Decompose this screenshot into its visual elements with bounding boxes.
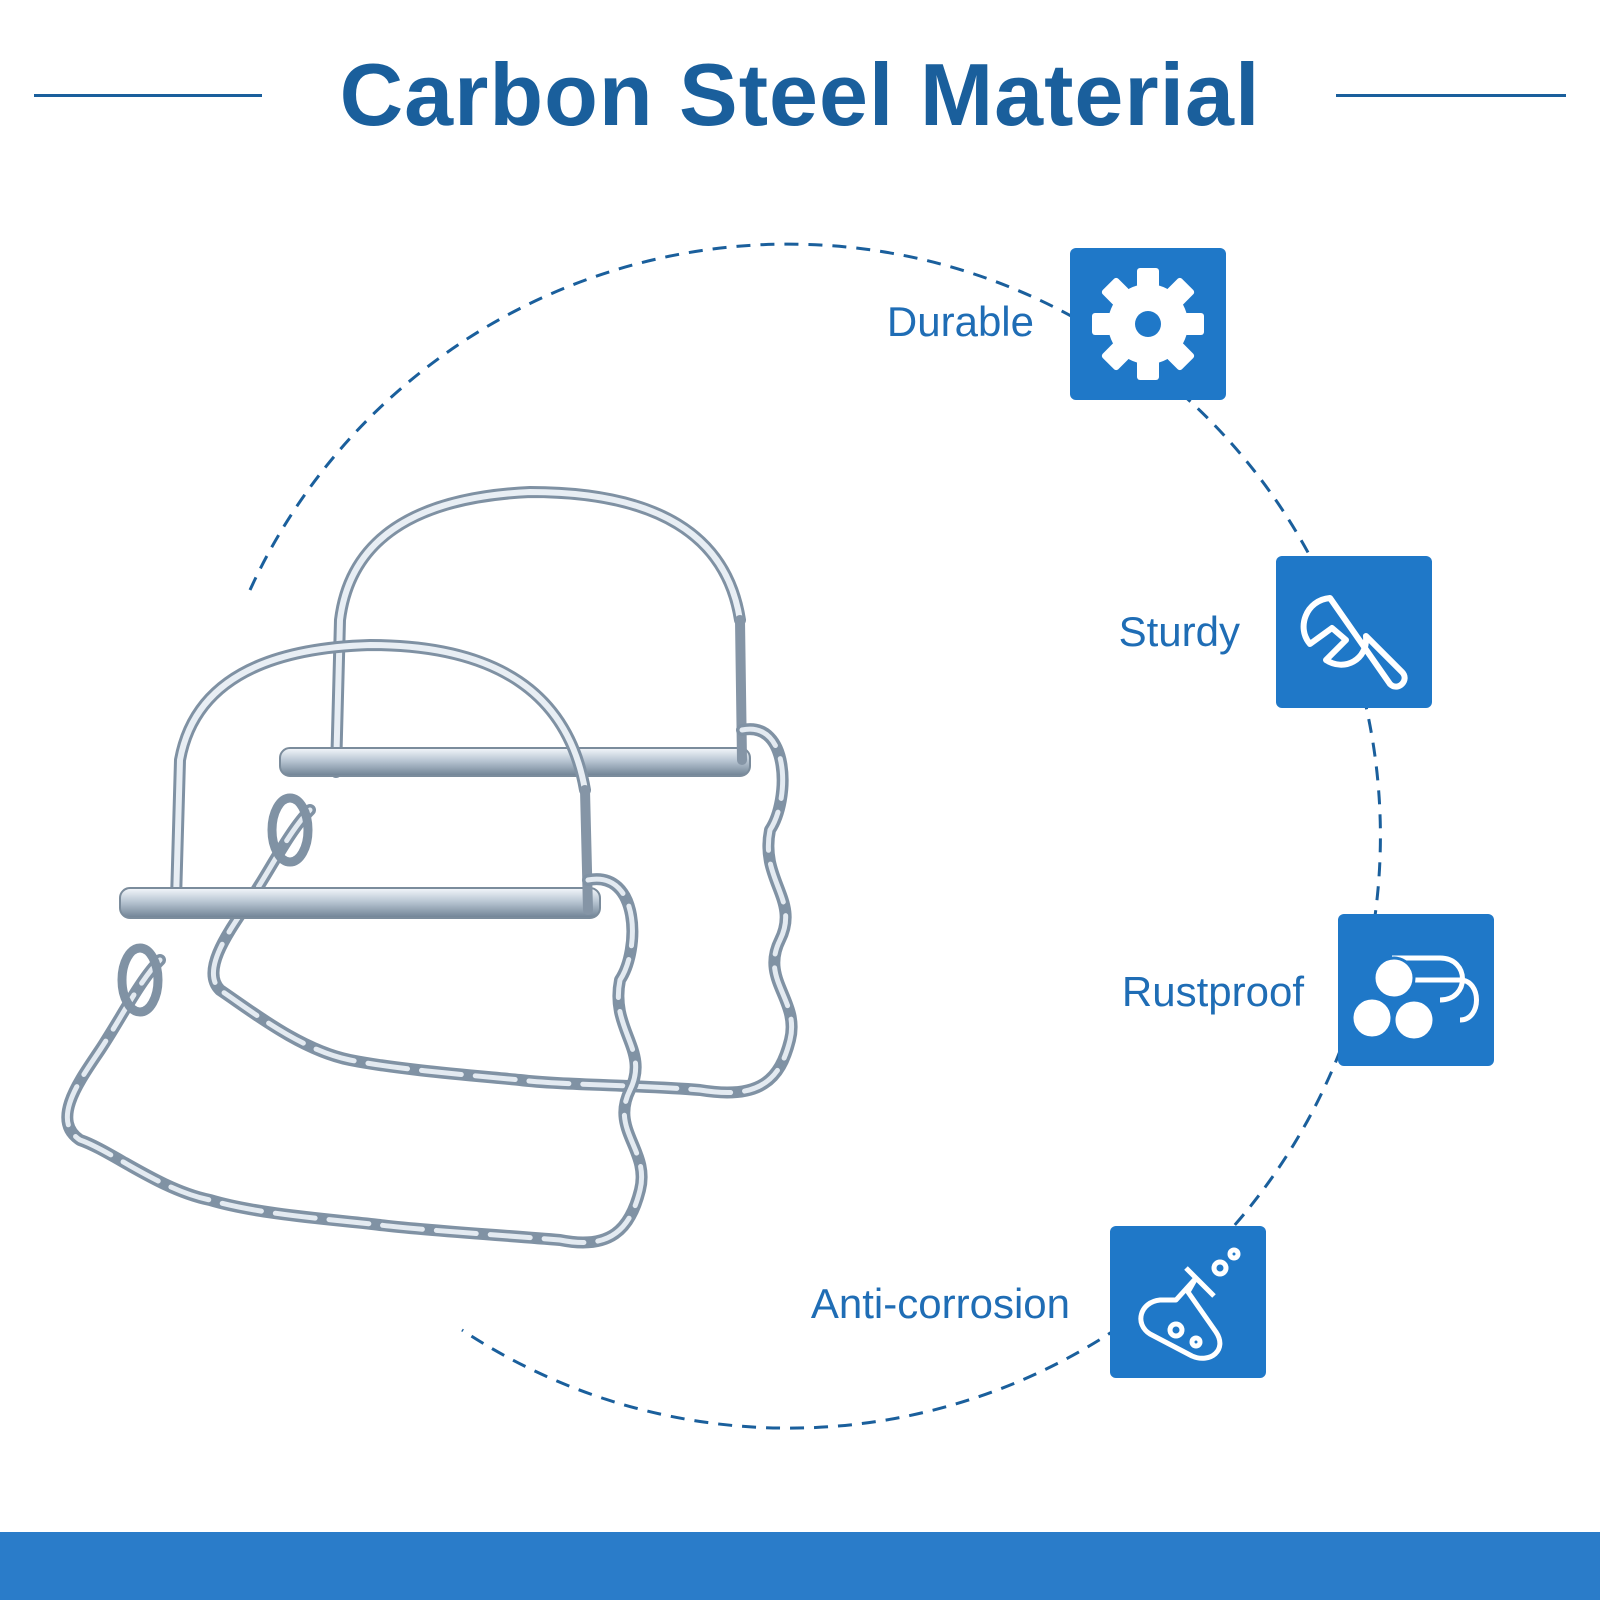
tile-sturdy — [1276, 556, 1432, 708]
tile-rustproof — [1338, 914, 1494, 1066]
title-row: Carbon Steel Material — [0, 40, 1600, 150]
feature-label-sturdy: Sturdy — [1118, 608, 1240, 655]
title-divider-right — [1336, 94, 1566, 97]
page-title: Carbon Steel Material — [339, 45, 1261, 144]
feature-label-anti-corrosion: Anti-corrosion — [810, 1280, 1070, 1327]
wrench-icon — [1300, 595, 1408, 690]
flask-icon — [1138, 1247, 1241, 1361]
linch-pin-back — [207, 486, 798, 1099]
feature-label-durable: Durable — [886, 298, 1034, 345]
tile-anti-corrosion — [1110, 1226, 1266, 1378]
feature-label-rustproof: Rustproof — [1121, 968, 1304, 1015]
linch-pin-front — [61, 639, 648, 1249]
tile-durable — [1070, 248, 1226, 400]
bottom-bar — [0, 1532, 1600, 1600]
title-divider-left — [34, 94, 262, 97]
rods-icon — [1350, 955, 1479, 1042]
gear-icon — [1092, 268, 1204, 380]
